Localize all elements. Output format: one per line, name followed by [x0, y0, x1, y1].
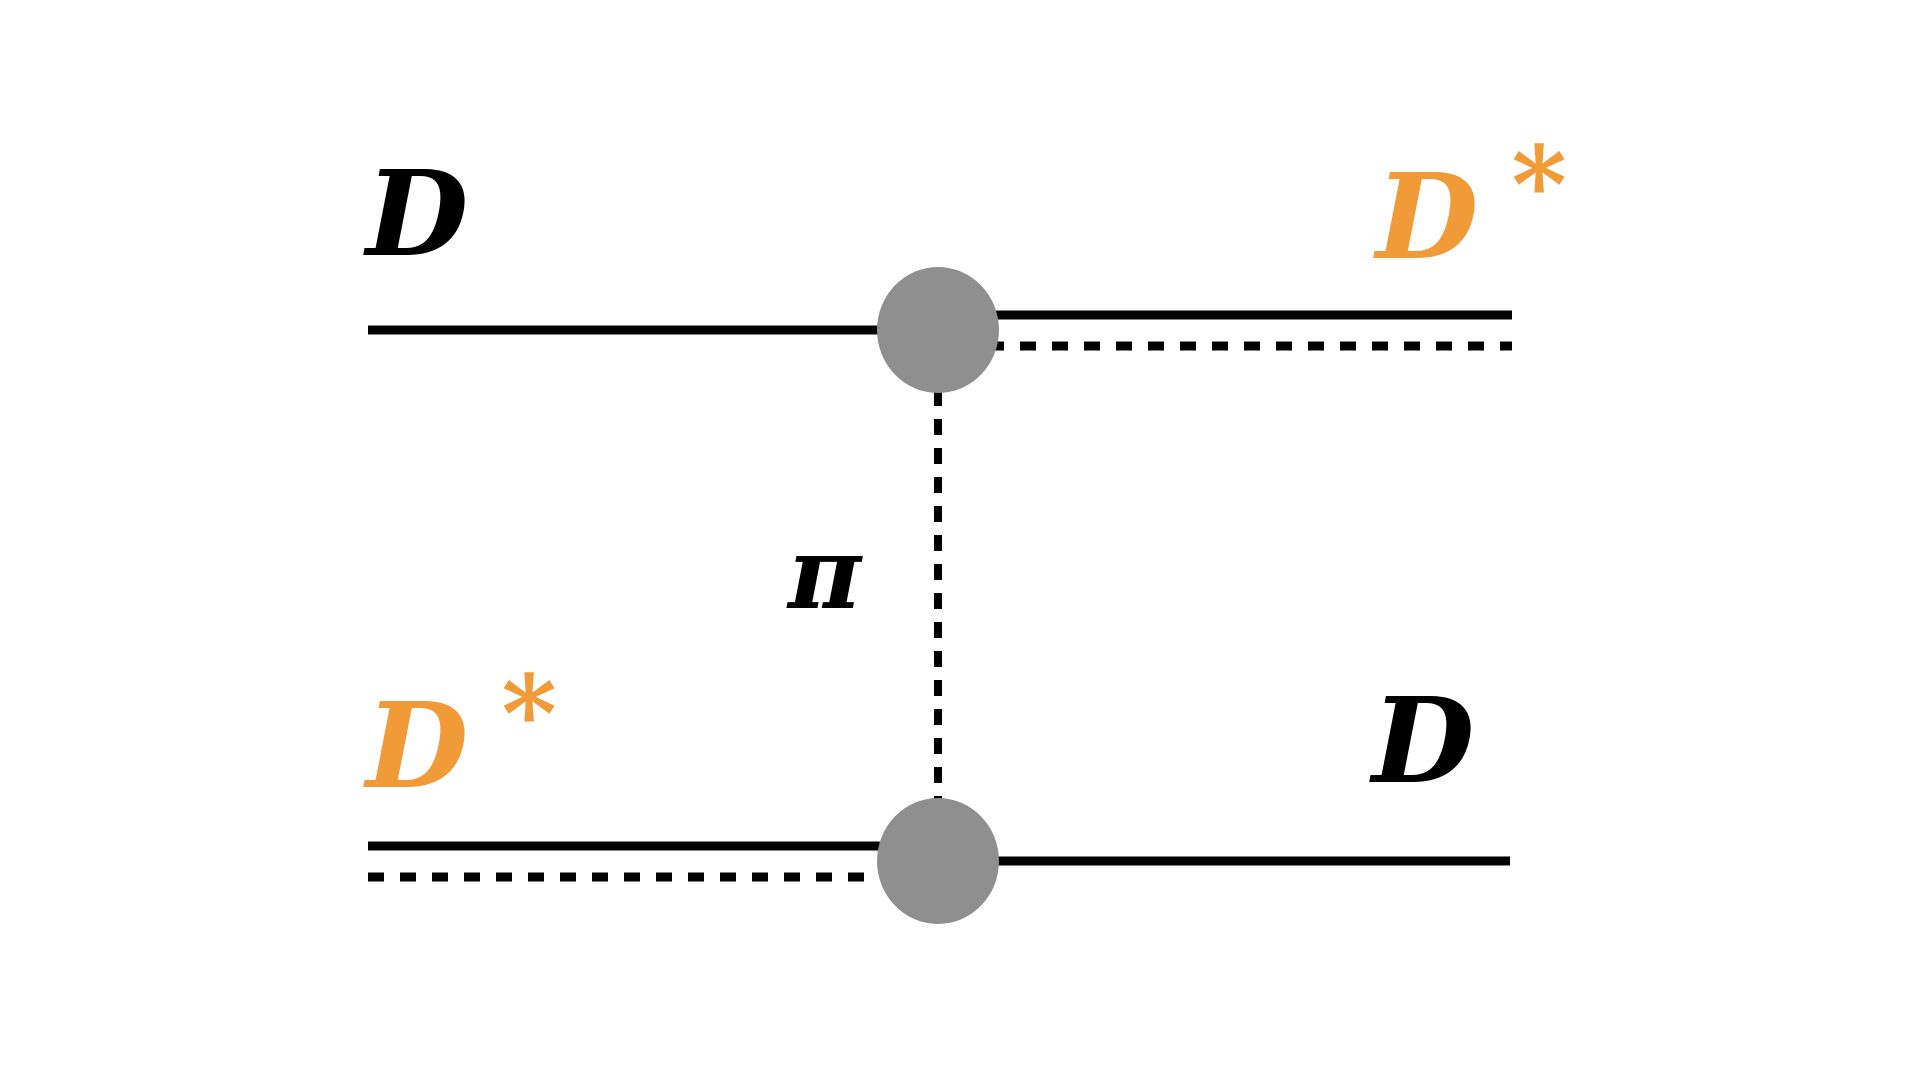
top-vertex	[877, 267, 999, 393]
label-top-left: D	[363, 144, 468, 283]
label-top-left-symbol: D	[363, 144, 468, 283]
label-pion-symbol: π	[786, 514, 863, 632]
label-bottom-left: D *	[363, 651, 557, 815]
label-bottom-right: D	[1369, 671, 1474, 810]
label-top-right: D *	[1373, 122, 1567, 286]
label-bottom-left-star: *	[501, 651, 556, 776]
label-bottom-right-symbol: D	[1369, 671, 1474, 810]
label-top-right-star: *	[1511, 122, 1566, 247]
label-top-right-symbol: D	[1373, 147, 1478, 286]
bottom-vertex	[877, 798, 999, 924]
label-pion: π	[786, 514, 863, 632]
label-bottom-left-symbol: D	[363, 676, 468, 815]
